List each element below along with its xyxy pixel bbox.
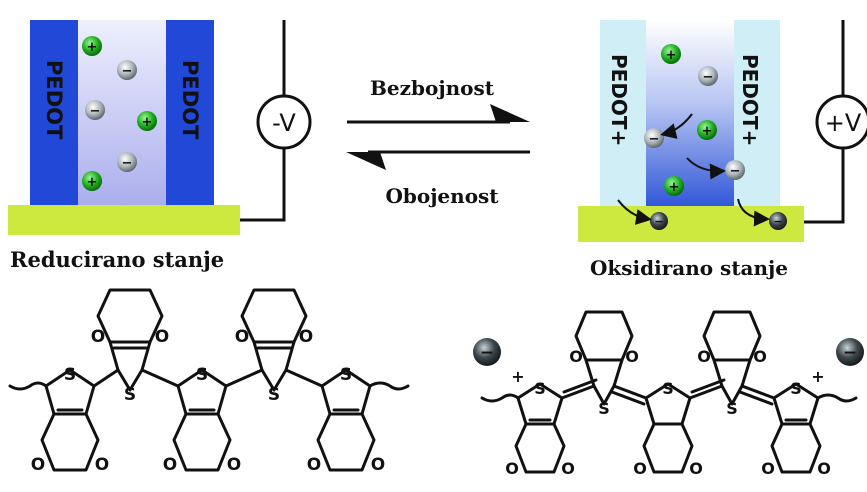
left-electrode-2-label: PEDOT [178, 60, 202, 140]
cation-ion: + [697, 120, 717, 140]
svg-text:S: S [64, 365, 76, 385]
svg-text:−: − [90, 104, 101, 119]
svg-text:−: − [654, 215, 663, 228]
svg-text:O: O [633, 459, 647, 478]
svg-text:O: O [697, 347, 711, 366]
svg-text:−: − [843, 343, 857, 363]
svg-text:+: + [142, 115, 153, 130]
svg-text:O: O [91, 327, 105, 347]
svg-text:S: S [268, 385, 280, 405]
cation-ion: + [82, 171, 102, 191]
svg-text:O: O [31, 455, 45, 475]
left-wire-bottom [240, 148, 286, 222]
svg-text:−: − [703, 70, 714, 85]
svg-text:+: + [666, 48, 677, 63]
svg-text:S: S [196, 365, 208, 385]
left-electrode-1-label: PEDOT [42, 60, 66, 140]
svg-text:O: O [95, 455, 109, 475]
right-electrode-2-label: PEDOT+ [738, 54, 762, 146]
ion-motion-arrows [617, 113, 770, 227]
svg-text:S: S [534, 379, 546, 398]
left-ions: + − − + − + [82, 36, 157, 191]
svg-text:O: O [505, 459, 519, 478]
forward-label: Bezbojnost [370, 76, 495, 100]
svg-text:O: O [561, 459, 575, 478]
right-cell: PEDOT+ PEDOT+ +V + − − + − + − − Oksidir… [578, 20, 867, 280]
svg-text:+: + [702, 124, 713, 139]
anion-ion: − [117, 60, 137, 80]
transition-arrows: Bezbojnost Obojenost [346, 76, 530, 208]
right-electrode-1 [600, 20, 646, 208]
svg-text:O: O [753, 347, 767, 366]
svg-text:O: O [307, 455, 321, 475]
right-electrode-1-label: PEDOT+ [607, 54, 631, 146]
svg-text:−: − [122, 64, 133, 79]
left-substrate [8, 205, 240, 235]
svg-text:O: O [235, 327, 249, 347]
right-state-label: Oksidirano stanje [590, 256, 788, 280]
anion-ion: − [698, 66, 718, 86]
svg-text:−: − [773, 215, 782, 228]
svg-text:S: S [790, 379, 802, 398]
backward-arrow-head [346, 152, 386, 170]
charge-plus-left: + [511, 367, 524, 386]
anion-ion: − [725, 160, 745, 180]
svg-text:O: O [163, 455, 177, 475]
svg-text:O: O [155, 327, 169, 347]
svg-text:+: + [669, 180, 680, 195]
svg-text:O: O [689, 459, 703, 478]
right-ions: + − − + − + − − [644, 44, 787, 230]
forward-arrow-head [490, 104, 530, 122]
svg-text:O: O [227, 455, 241, 475]
svg-text:S: S [340, 365, 352, 385]
counter-anion-right: − [836, 338, 864, 366]
svg-text:O: O [761, 459, 775, 478]
charge-plus-right: + [811, 367, 824, 386]
neutral-pedot-atoms: S S S S S O O O O O O O O O O [31, 327, 385, 475]
svg-text:S: S [726, 399, 738, 418]
counter-anion-left: − [473, 338, 501, 366]
backward-label: Obojenost [385, 184, 499, 208]
svg-text:O: O [569, 347, 583, 366]
svg-text:O: O [625, 347, 639, 366]
anion-ion: − [644, 128, 664, 148]
anion-ion: − [85, 100, 105, 120]
right-voltmeter [815, 94, 867, 150]
svg-text:−: − [122, 156, 133, 171]
left-state-label: Reducirano stanje [10, 247, 224, 272]
svg-text:S: S [124, 385, 136, 405]
svg-text:+: + [87, 175, 98, 190]
svg-text:−: − [649, 132, 660, 147]
cation-ion: + [661, 44, 681, 64]
right-wire-bottom [804, 148, 845, 224]
svg-text:O: O [371, 455, 385, 475]
left-voltage-label: -V [272, 109, 296, 137]
cation-ion: + [137, 111, 157, 131]
neutral-pedot-structure [8, 288, 410, 472]
svg-text:O: O [299, 327, 313, 347]
electron: − [650, 212, 668, 230]
svg-text:S: S [662, 379, 674, 398]
cation-ion: + [664, 176, 684, 196]
oxidized-pedot-atoms: S S S S S O O O O O O O O O O + + [505, 347, 831, 478]
svg-text:O: O [817, 459, 831, 478]
right-voltage-label: +V [825, 109, 862, 137]
cation-ion: + [82, 36, 102, 56]
svg-text:−: − [480, 343, 494, 363]
left-electrode-2 [166, 20, 214, 208]
svg-text:S: S [598, 399, 610, 418]
left-voltmeter [256, 94, 312, 150]
oxidized-pedot-structure [480, 310, 858, 474]
anion-ion: − [117, 152, 137, 172]
left-cell: PEDOT PEDOT -V + − − + − + Reducirano st… [8, 20, 312, 272]
electron: − [769, 212, 787, 230]
svg-text:+: + [87, 40, 98, 55]
svg-text:−: − [730, 164, 741, 179]
left-electrode-1 [30, 20, 78, 208]
